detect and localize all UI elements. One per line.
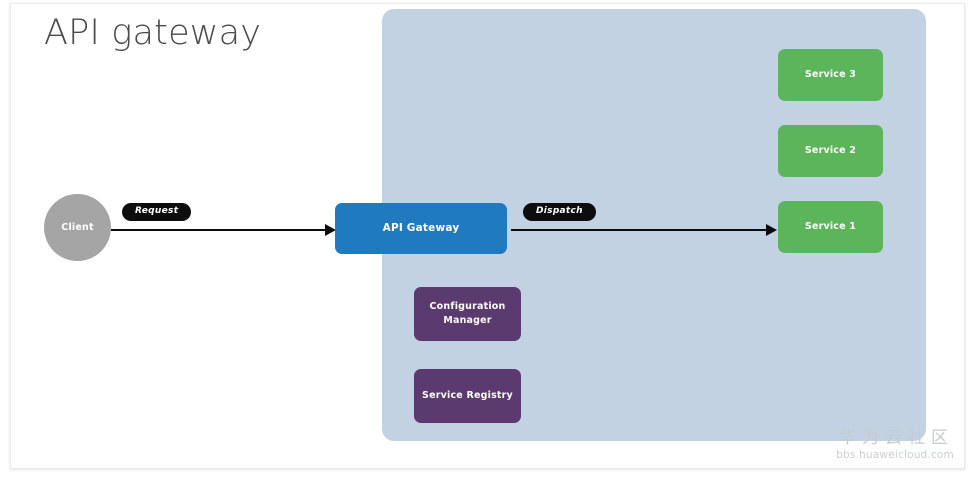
edge-label-dispatch: Dispatch [523,203,596,221]
node-service-3-label: Service 3 [804,69,857,81]
node-service-3[interactable]: Service 3 [778,49,883,101]
request-arrow-line [111,229,328,231]
node-service-registry[interactable]: Service Registry [414,369,521,423]
watermark-url: bbs.huaweicloud.com [836,449,954,461]
dispatch-arrow-line [511,229,767,231]
node-service-registry-label: Service Registry [422,390,513,402]
node-client[interactable]: Client [44,194,111,261]
node-api-gateway-label: API Gateway [382,221,460,234]
node-configuration-manager[interactable]: Configuration Manager [414,287,521,341]
node-service-2-label: Service 2 [804,145,857,157]
node-api-gateway[interactable]: API Gateway [335,203,507,254]
edge-label-request: Request [122,203,192,221]
node-service-2[interactable]: Service 2 [778,125,883,177]
node-configuration-manager-label: Configuration Manager [429,301,506,326]
page-title: API gateway [44,13,262,53]
dispatch-arrow-head-icon [766,224,777,236]
request-arrow-head-icon [325,224,336,236]
node-service-1-label: Service 1 [804,221,857,233]
slide-canvas: API gateway Client Request API Gateway D… [10,3,965,469]
node-client-label: Client [61,221,94,233]
node-service-1[interactable]: Service 1 [778,201,883,253]
watermark: 华为云社区 bbs.huaweicloud.com [836,429,954,461]
watermark-brand: 华为云社区 [839,428,954,449]
